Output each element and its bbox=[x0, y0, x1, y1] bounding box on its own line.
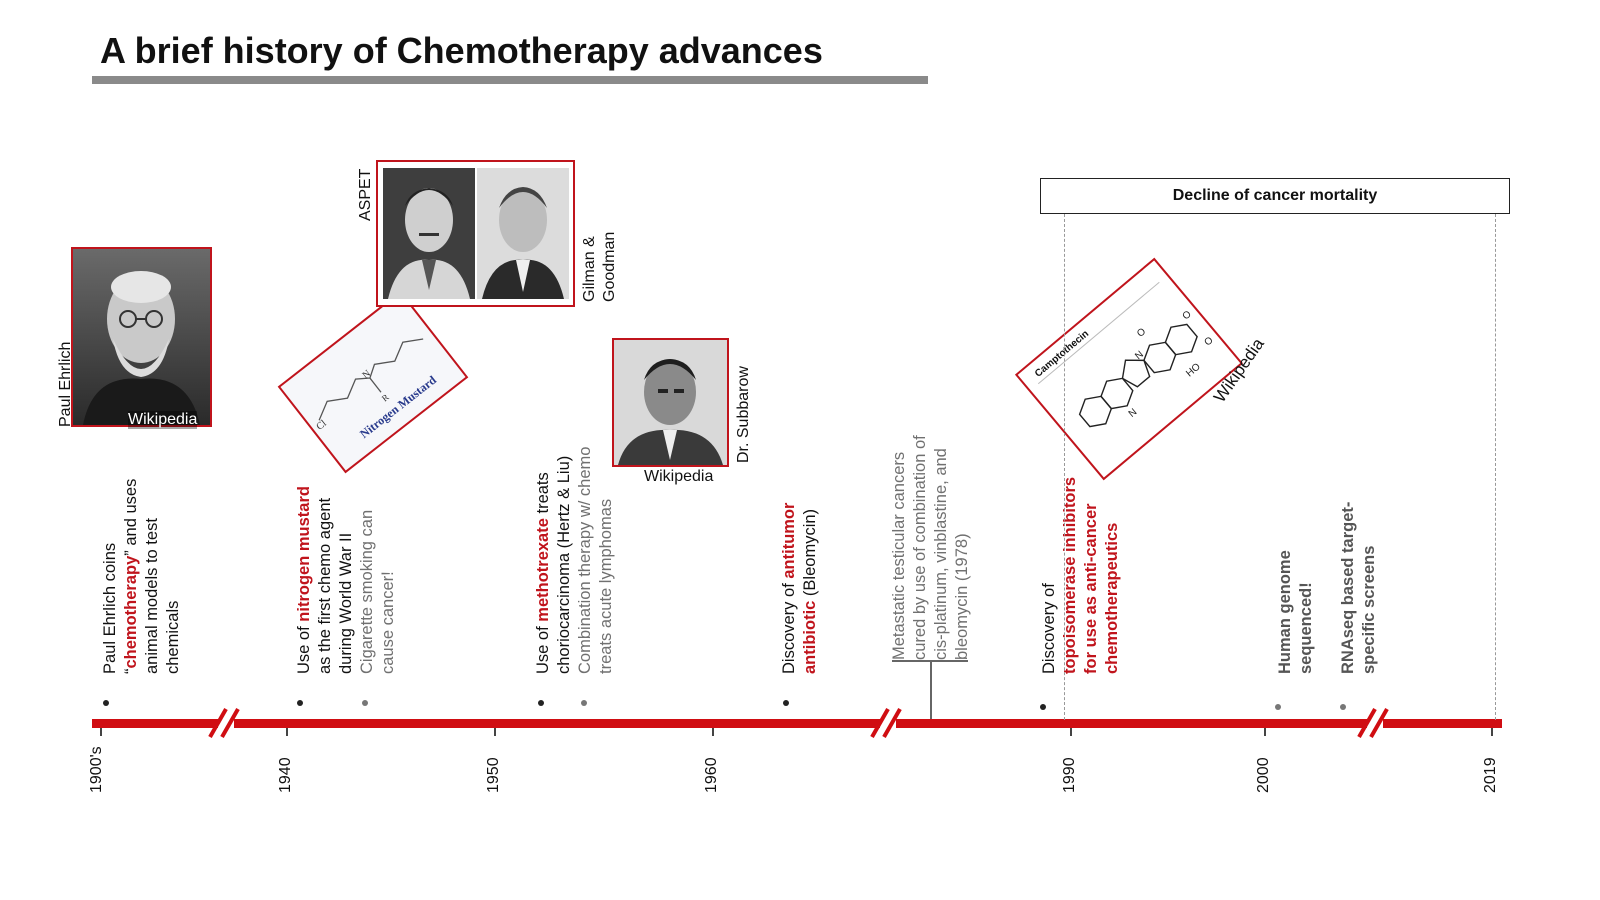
camptothecin-structure: Camptothecin N N O O O HO bbox=[1014, 257, 1244, 481]
axis-break-icon bbox=[870, 708, 902, 738]
svg-text:Cl: Cl bbox=[314, 418, 328, 433]
event-dot bbox=[1340, 704, 1346, 710]
axis-tick bbox=[1070, 728, 1072, 736]
portrait-photo bbox=[73, 249, 210, 425]
subbarow-source: Wikipedia bbox=[644, 468, 714, 485]
event-human-genome: Human genome sequenced! bbox=[1276, 550, 1315, 674]
ehrlich-name: Paul Ehrlich bbox=[57, 341, 74, 427]
timeline-axis bbox=[92, 719, 1502, 728]
axis-label-2000: 2000 bbox=[1255, 757, 1272, 793]
svg-text:O: O bbox=[1181, 309, 1194, 323]
axis-label-1950: 1950 bbox=[485, 757, 502, 793]
subbarow-portrait bbox=[612, 338, 729, 467]
axis-tick bbox=[1264, 728, 1266, 736]
portrait-photo bbox=[614, 340, 727, 465]
axis-break-icon bbox=[208, 708, 240, 738]
axis-label-1990: 1990 bbox=[1061, 757, 1078, 793]
event-dot bbox=[297, 700, 303, 706]
ehrlich-portrait bbox=[71, 247, 212, 427]
event-methotrexate: Use of methotrexate treats choriocarcino… bbox=[534, 446, 615, 674]
event-testicular-cancer: Metastatic testicular cancers cured by u… bbox=[890, 435, 971, 660]
axis-tick bbox=[494, 728, 496, 736]
event-rnaseq: RNAseq based target- specific screens bbox=[1339, 501, 1378, 674]
nitrogen-mustard-label: Nitrogen Mustard bbox=[357, 373, 439, 441]
gilman-goodman-label: Gilman & Goodman bbox=[581, 231, 618, 302]
mortality-end-line bbox=[1495, 214, 1496, 720]
portrait-photo bbox=[383, 168, 569, 299]
subbarow-name: Dr. Subbarow bbox=[735, 366, 752, 463]
mortality-label: Decline of cancer mortality bbox=[1040, 178, 1510, 214]
event-topoisomerase: Discovery of topoisomerase inhibitors fo… bbox=[1040, 476, 1121, 674]
event-dot bbox=[362, 700, 368, 706]
event-ehrlich: Paul Ehrlich coins “chemotherapy” and us… bbox=[101, 478, 182, 674]
svg-text:R: R bbox=[380, 392, 391, 404]
molecule-icon: Camptothecin N N O O O HO bbox=[1033, 281, 1216, 428]
axis-tick bbox=[712, 728, 714, 736]
event-dot bbox=[1040, 704, 1046, 710]
event-dot bbox=[1275, 704, 1281, 710]
title-underline bbox=[92, 76, 928, 84]
axis-label-2019: 2019 bbox=[1482, 757, 1499, 793]
svg-text:O: O bbox=[1135, 326, 1148, 340]
molecule-icon: Cl N R Nitrogen Mustard bbox=[314, 338, 439, 441]
mortality-start-line bbox=[1064, 214, 1065, 720]
axis-label-1900s: 1900's bbox=[88, 746, 105, 793]
ehrlich-source: Wikipedia bbox=[128, 411, 198, 429]
aspet-credit: ASPET bbox=[357, 168, 374, 221]
event-dot bbox=[581, 700, 587, 706]
event-nitrogen-mustard: Use of nitrogen mustard as the first che… bbox=[295, 486, 397, 674]
event-dot bbox=[783, 700, 789, 706]
gilman-goodman-photos bbox=[376, 160, 575, 307]
svg-text:N: N bbox=[1127, 407, 1140, 420]
axis-label-1960: 1960 bbox=[703, 757, 720, 793]
event-bleomycin: Discovery of antitumor antibiotic (Bleom… bbox=[780, 502, 819, 674]
nitrogen-mustard-structure: Cl N R Nitrogen Mustard bbox=[277, 290, 469, 474]
page-title: A brief history of Chemotherapy advances bbox=[100, 30, 823, 71]
camptothecin-label: Camptothecin bbox=[1033, 328, 1091, 379]
svg-text:HO: HO bbox=[1184, 361, 1203, 379]
axis-break-icon bbox=[1357, 708, 1389, 738]
testicular-leader bbox=[930, 660, 932, 719]
axis-tick bbox=[286, 728, 288, 736]
event-dot bbox=[103, 700, 109, 706]
axis-label-1940: 1940 bbox=[277, 757, 294, 793]
axis-tick bbox=[100, 728, 102, 736]
axis-tick bbox=[1491, 728, 1493, 736]
event-dot bbox=[538, 700, 544, 706]
svg-text:O: O bbox=[1203, 335, 1216, 349]
